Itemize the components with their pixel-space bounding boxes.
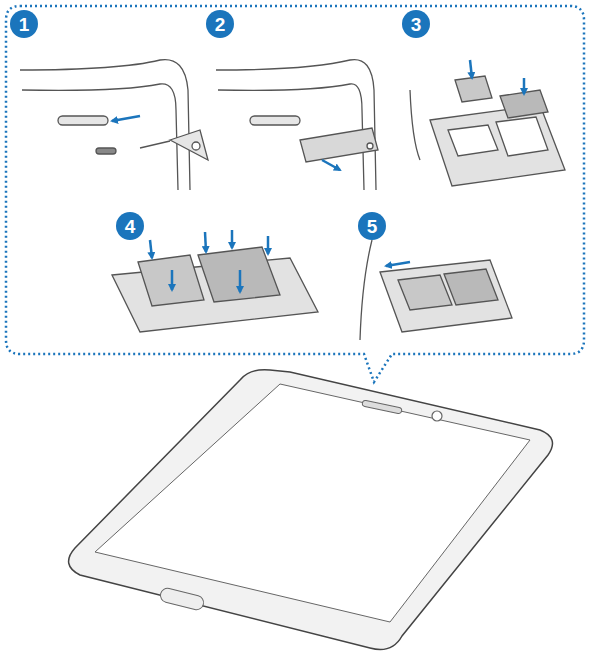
callout-number: 3 [402, 10, 430, 38]
step-drawings [20, 60, 565, 340]
callout-number: 4 [116, 212, 144, 240]
callout-number: 1 [10, 10, 38, 38]
phone [69, 370, 553, 650]
callout-number: 2 [206, 10, 234, 38]
callout-number: 5 [358, 212, 386, 240]
callout-panel [6, 6, 584, 382]
step-arrows [112, 60, 524, 292]
